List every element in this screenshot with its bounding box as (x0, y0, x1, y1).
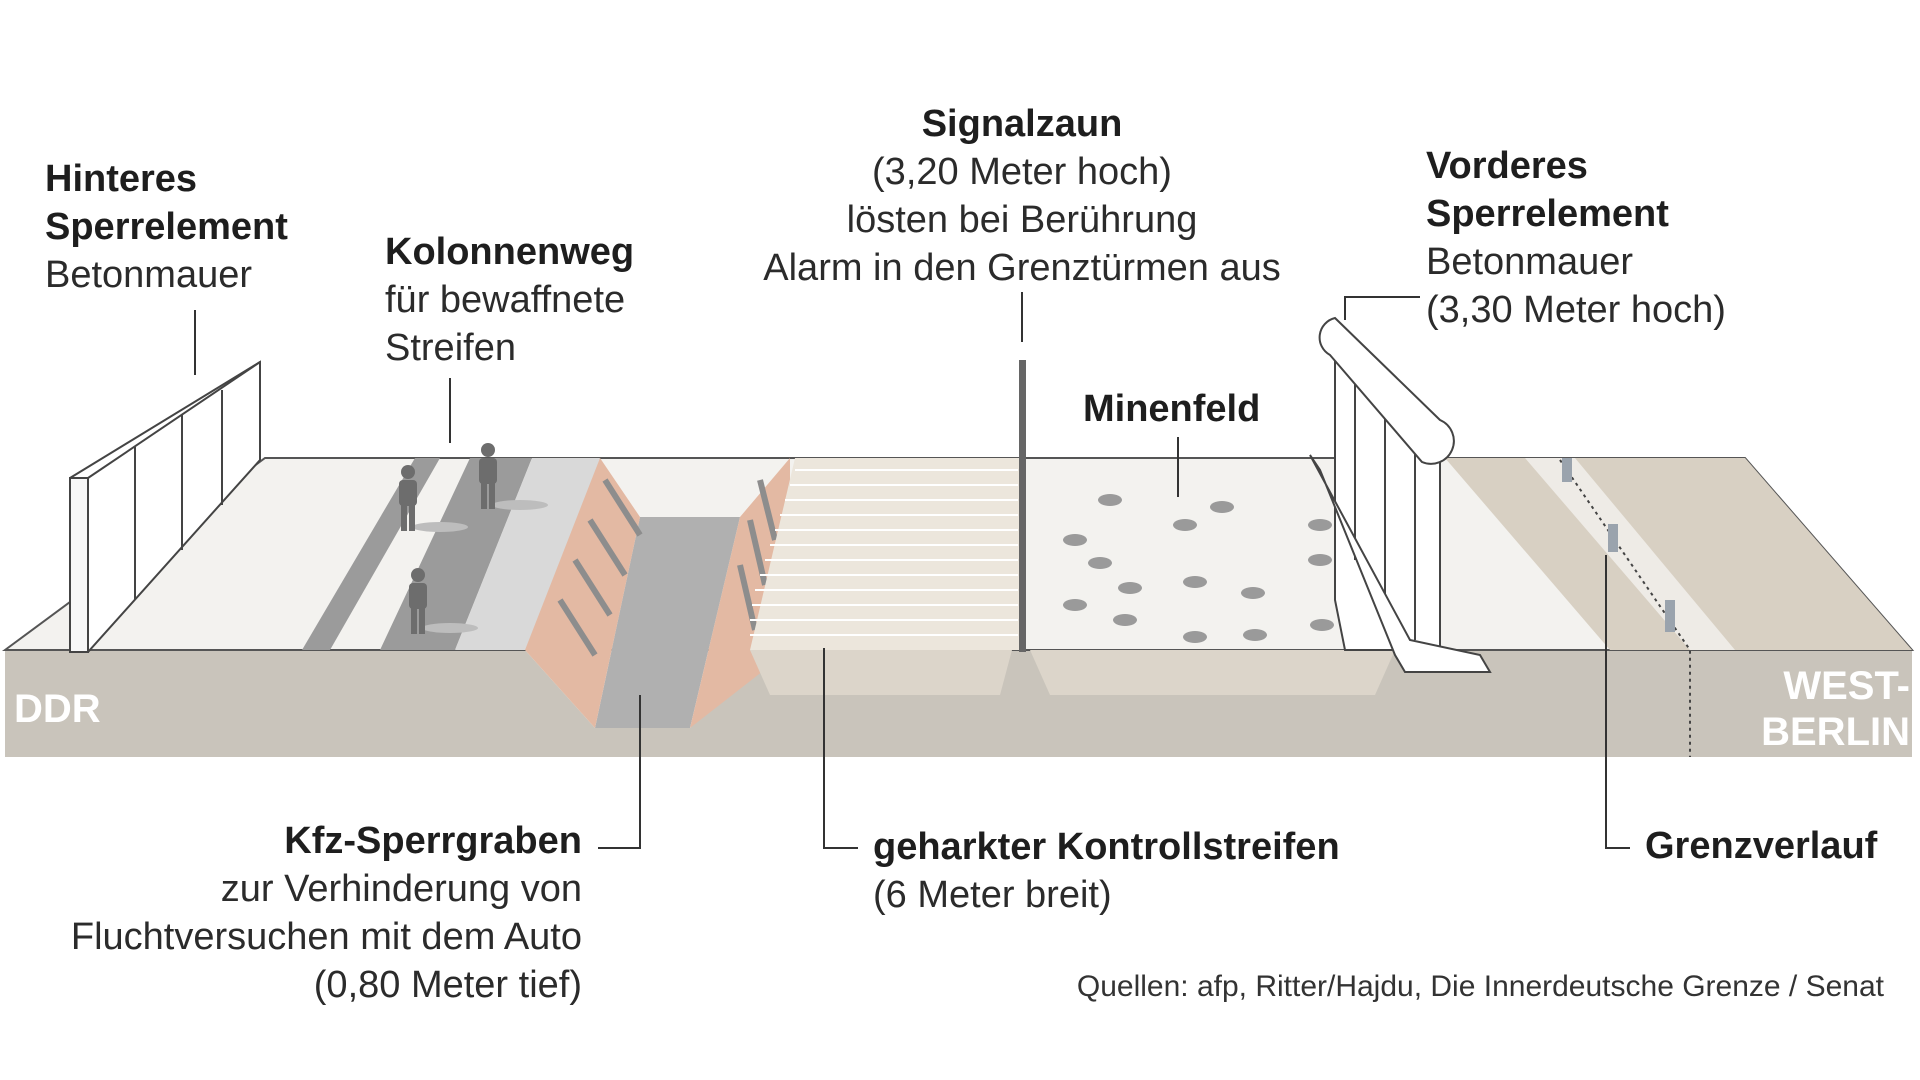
label-rear-barrier-sub: Betonmauer (45, 254, 253, 296)
border-marker (1562, 458, 1572, 482)
west-territory (1445, 458, 1912, 650)
signal-fence (1019, 360, 1026, 652)
patrol-soldier (479, 443, 548, 510)
label-rear-barrier-title-1: Hinteres (45, 158, 198, 200)
label-front-barrier-sub-1: Betonmauer (1426, 241, 1634, 283)
label-vehicle-trench-sub-1: zur Verhinderung von (220, 868, 582, 910)
label-rear-barrier: Hinteres Sperrelement Betonmauer (45, 155, 288, 299)
patrol-soldier (409, 568, 478, 634)
zone-ddr-label: DDR (14, 687, 101, 731)
label-front-barrier-sub-2: (3,30 Meter hoch) (1426, 289, 1726, 331)
label-patrol-road-sub-1: für bewaffnete (385, 279, 626, 321)
label-patrol-road-title: Kolonnenweg (385, 231, 635, 273)
label-vehicle-trench-sub-3: (0,80 Meter tief) (313, 964, 582, 1006)
patrol-soldier (399, 465, 468, 532)
mines (1063, 494, 1334, 643)
label-signal-fence-sub-2: lösten bei Berührung (846, 199, 1198, 241)
label-rear-barrier-title-2: Sperrelement (45, 206, 288, 248)
zone-west-berlin: WEST- BERLIN (1700, 663, 1910, 755)
label-front-barrier-title-2: Sperrelement (1426, 193, 1669, 235)
leader-lines (194, 292, 1630, 849)
source-note: Quellen: afp, Ritter/Hajdu, Die Innerdeu… (1076, 970, 1884, 1003)
label-patrol-road: Kolonnenweg für bewaffnete Streifen (385, 228, 634, 372)
label-control-strip-title: geharkter Kontrollstreifen (873, 826, 1340, 868)
label-control-strip: geharkter Kontrollstreifen (6 Meter brei… (873, 823, 1340, 919)
rear-wall (69, 360, 261, 653)
border-marker (1608, 524, 1618, 552)
border-line (1559, 459, 1691, 757)
label-front-barrier: Vorderes Sperrelement Betonmauer (3,30 M… (1426, 142, 1726, 334)
zone-ddr: DDR (14, 686, 101, 732)
ground-cross-section (5, 650, 1912, 757)
label-border-line-title: Grenzverlauf (1645, 825, 1878, 867)
label-vehicle-trench: Kfz-Sperrgraben zur Verhinderung von Flu… (20, 817, 582, 1009)
label-border-line: Grenzverlauf (1645, 822, 1877, 870)
border-marker (1665, 600, 1675, 632)
label-signal-fence-sub-1: (3,20 Meter hoch) (872, 151, 1172, 193)
label-signal-fence: Signalzaun (3,20 Meter hoch) lösten bei … (722, 100, 1322, 292)
rake-lines (750, 469, 1018, 636)
trench-floor (595, 517, 740, 728)
zone-west-label-2: BERLIN (1761, 710, 1910, 754)
label-minefield: Minenfeld (1083, 385, 1260, 433)
front-wall (1309, 316, 1492, 673)
label-vehicle-trench-sub-2: Fluchtversuchen mit dem Auto (70, 916, 582, 958)
label-signal-fence-title: Signalzaun (921, 103, 1123, 145)
raked-control-strip (750, 458, 1020, 650)
control-strip-section (750, 650, 1012, 695)
label-vehicle-trench-title: Kfz-Sperrgraben (284, 820, 582, 862)
label-signal-fence-sub-3: Alarm in den Grenztürmen aus (763, 247, 1281, 289)
minefield-section (1030, 650, 1395, 695)
label-patrol-road-sub-2: Streifen (385, 327, 516, 369)
zone-west-label-1: WEST- (1783, 664, 1910, 708)
patrol-road-light-stripe (455, 458, 600, 650)
west-light-strip (1525, 458, 1735, 650)
trench-left-slope (525, 458, 640, 728)
label-minefield-title: Minenfeld (1083, 388, 1261, 430)
label-control-strip-sub: (6 Meter breit) (873, 874, 1112, 916)
label-front-barrier-title-1: Vorderes (1426, 145, 1588, 187)
